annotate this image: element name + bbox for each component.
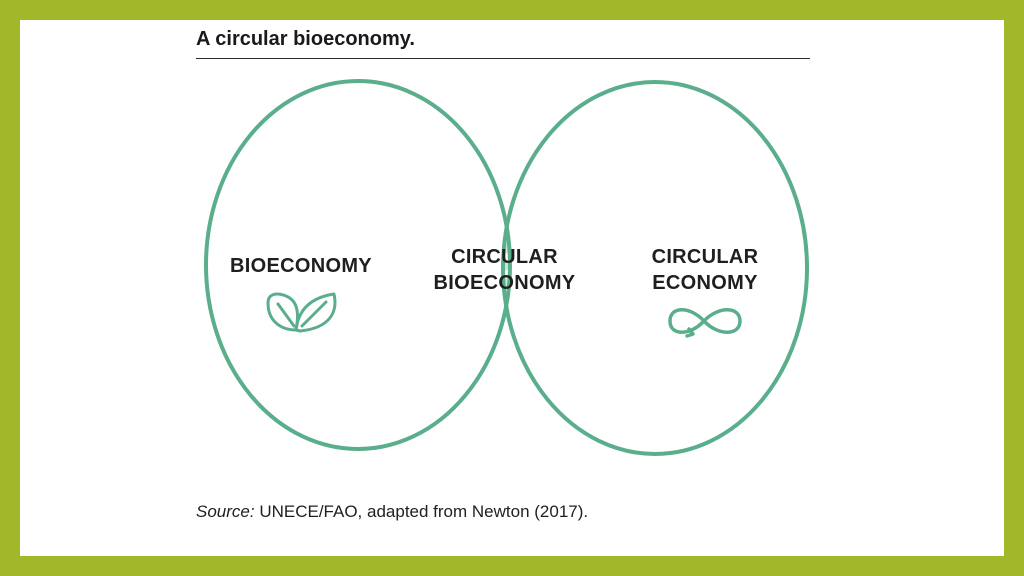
circular-economy-circle (501, 80, 809, 456)
figure-title: A circular bioeconomy. (196, 28, 415, 50)
slide-frame (20, 20, 1004, 556)
source-note: Source: UNECE/FAO, adapted from Newton (… (196, 502, 589, 521)
bioeconomy-label: BIOECONOMY (230, 255, 372, 277)
circular-bioeconomy-label: CIRCULAR BIOECONOMY (433, 246, 576, 294)
bioeconomy-circle (204, 79, 512, 451)
circular-economy-label: CIRCULAR ECONOMY (651, 246, 759, 294)
title-rule (196, 58, 810, 59)
infinity-loop-arrow-icon (668, 308, 742, 338)
leaves-icon (266, 292, 337, 333)
